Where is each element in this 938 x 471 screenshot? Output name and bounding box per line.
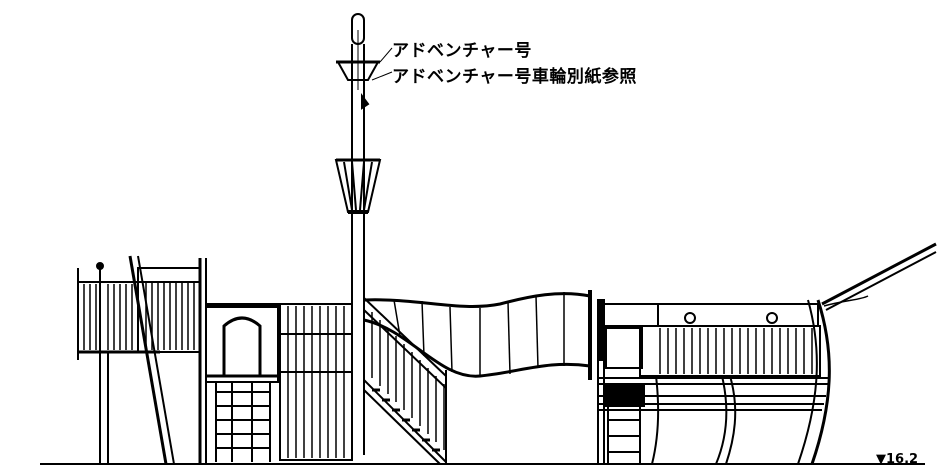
arch-panel: [205, 303, 279, 383]
wheel-reference-label: アドベンチャー号車輪別紙参照: [392, 67, 637, 87]
ladder-left: [215, 382, 271, 462]
staircase: [363, 297, 447, 465]
leader-line: [371, 71, 393, 81]
wave-bridge: [363, 290, 592, 380]
ground-level-marker: ▼16.2: [876, 452, 919, 467]
left-tower: [77, 255, 175, 465]
fence-section: [279, 303, 353, 461]
leader-line: [379, 47, 393, 63]
ladder-ship: [605, 385, 645, 464]
ship-name-label: アドベンチャー号: [392, 41, 532, 61]
ship-hull: [597, 242, 937, 465]
